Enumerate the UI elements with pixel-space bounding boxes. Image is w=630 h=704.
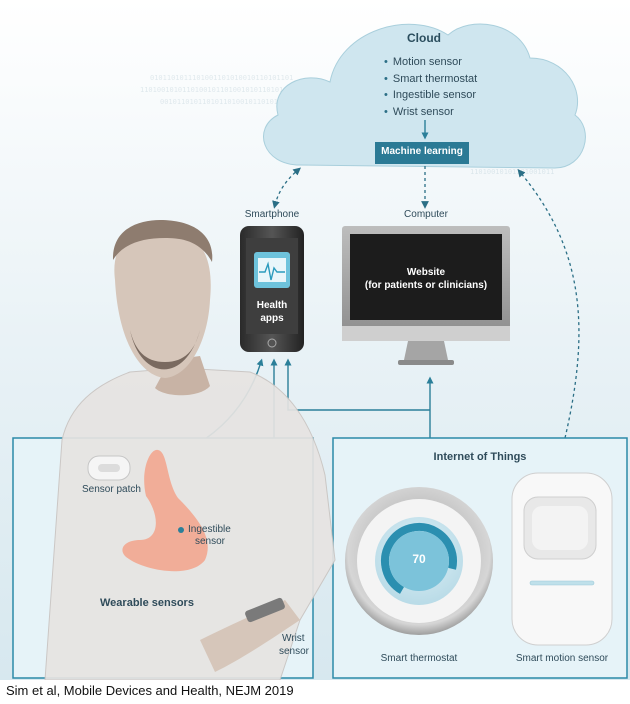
machine-learning-box bbox=[375, 142, 469, 164]
sensor-patch-device bbox=[87, 455, 131, 481]
svg-text:110100101011010010110100101011: 1101001010110100101101001010110101 bbox=[140, 86, 283, 94]
ingestible-sensor-label-2: sensor bbox=[195, 536, 226, 547]
computer-label: Computer bbox=[404, 209, 448, 220]
cloud-title: Cloud bbox=[407, 31, 441, 45]
motion-sensor-device bbox=[511, 472, 613, 646]
thermostat-label: Smart thermostat bbox=[380, 653, 458, 664]
wrist-sensor-label-2: sensor bbox=[279, 646, 310, 657]
sensor-patch-label: Sensor patch bbox=[82, 484, 141, 495]
thermostat-device bbox=[345, 487, 493, 635]
wearables-title: Wearable sensors bbox=[100, 597, 194, 609]
phone-cloud-connector bbox=[272, 167, 301, 209]
health-apps-label-1: Health bbox=[256, 300, 288, 311]
ingestible-sensor-label-1: Ingestible bbox=[188, 524, 231, 535]
health-apps-label-2: apps bbox=[260, 313, 284, 324]
cloud-item: Wrist sensor bbox=[384, 104, 477, 121]
figure-caption: Sim et al, Mobile Devices and Health, NE… bbox=[6, 683, 294, 698]
cloud-item-list: Motion sensor Smart thermostat Ingestibl… bbox=[384, 54, 477, 120]
smartphone bbox=[240, 226, 304, 352]
person-illustration bbox=[44, 220, 336, 680]
cloud-item: Motion sensor bbox=[384, 54, 477, 71]
cloud-item: Smart thermostat bbox=[384, 71, 477, 88]
cloud-item: Ingestible sensor bbox=[384, 87, 477, 104]
website-label: Website bbox=[406, 267, 446, 278]
wrist-sensor-label-1: Wrist bbox=[282, 633, 305, 644]
computer-monitor bbox=[342, 226, 510, 365]
svg-text:001011010110101101001011010110: 0010110101101011010010110101101001 bbox=[160, 98, 303, 106]
iot-cloud-connector bbox=[517, 169, 580, 439]
thermostat-reading: 70 bbox=[412, 552, 426, 566]
svg-text:010110101110100110101001011010: 0101101011101001101010010110101101 bbox=[150, 74, 293, 82]
smartphone-label: Smartphone bbox=[244, 209, 300, 220]
svg-text:11010010101101001011: 11010010101101001011 bbox=[470, 168, 554, 176]
iot-title: Internet of Things bbox=[433, 451, 527, 463]
illustration-canvas: 0101101011101001101010010110101101 11010… bbox=[0, 0, 630, 680]
website-audience-label: (for patients or clinicians) bbox=[364, 280, 488, 291]
machine-learning-label: Machine learning bbox=[381, 146, 463, 157]
motion-sensor-label: Smart motion sensor bbox=[515, 653, 609, 664]
